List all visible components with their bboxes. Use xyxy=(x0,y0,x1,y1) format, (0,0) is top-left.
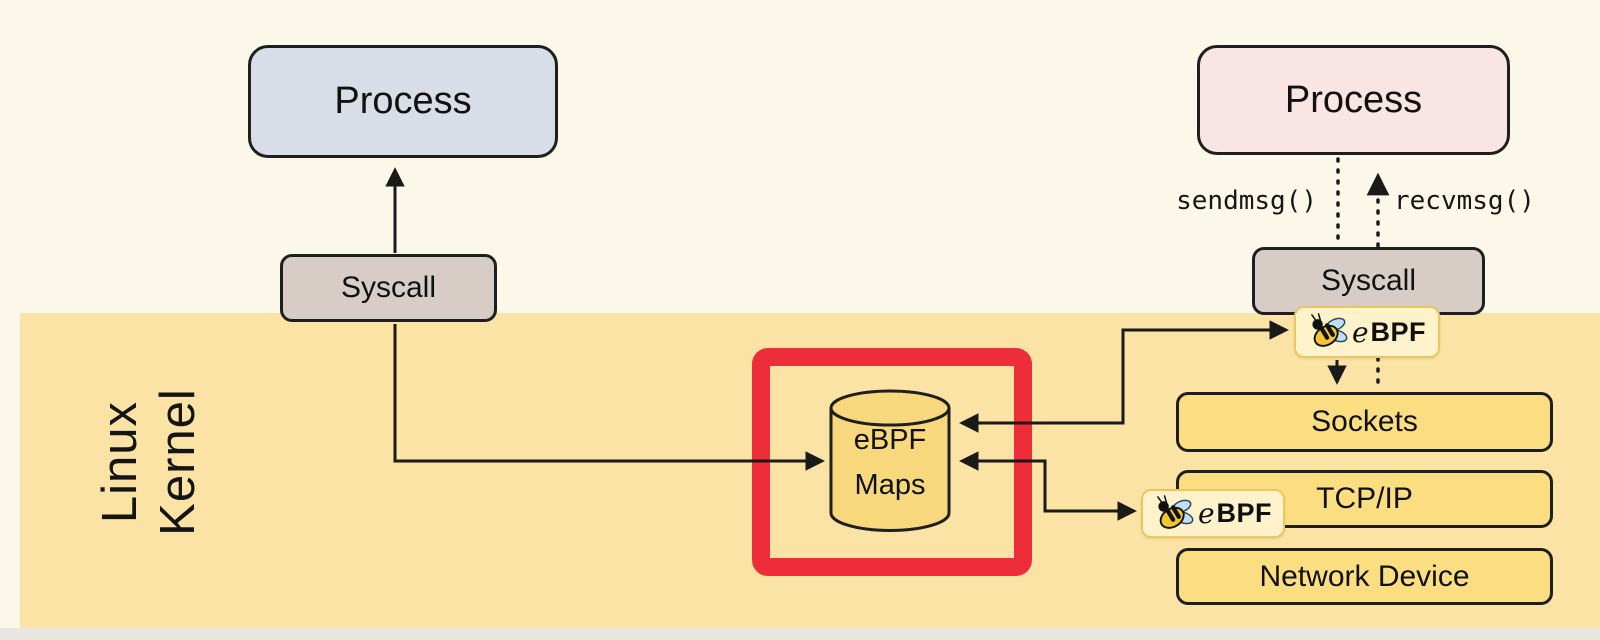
process-right-label: Process xyxy=(1284,78,1423,121)
syscall-box-right: Syscall xyxy=(1252,247,1485,315)
syscall-right-label: Syscall xyxy=(1320,264,1417,297)
tcpip-label: TCP/IP xyxy=(1316,482,1413,515)
ebpf-bee-icon xyxy=(1311,313,1348,347)
ebpf-maps-label: eBPF Maps xyxy=(828,418,952,508)
network-device-label: Network Device xyxy=(1259,559,1470,593)
badge-e-text: e xyxy=(1351,315,1369,349)
badge-e-text: e xyxy=(1197,497,1215,530)
process-box-left: Process xyxy=(248,45,558,158)
syscall-left-label: Syscall xyxy=(340,271,437,304)
network-device-box: Network Device xyxy=(1176,548,1553,605)
badge-bpf-text: BPF xyxy=(1370,316,1427,347)
maps-label-line1: eBPF xyxy=(853,424,927,456)
kernel-label-line2: Kernel xyxy=(151,388,205,536)
process-box-right: Process xyxy=(1197,45,1510,155)
ebpf-maps-cylinder xyxy=(828,386,952,534)
linux-kernel-label: Linux Kernel xyxy=(70,297,230,627)
maps-label-line2: Maps xyxy=(854,468,926,501)
ebpf-badge-syscall: e BPF xyxy=(1294,306,1440,358)
recvmsg-label: recvmsg() xyxy=(1394,186,1535,216)
sockets-label: Sockets xyxy=(1311,405,1418,438)
sendmsg-label: sendmsg() xyxy=(1176,186,1317,216)
bottom-edge-strip xyxy=(0,628,1600,640)
kernel-label-line1: Linux xyxy=(93,400,148,524)
badge-bpf-text: BPF xyxy=(1216,498,1273,528)
sockets-box: Sockets xyxy=(1176,392,1553,452)
cylinder-body xyxy=(829,408,951,532)
process-left-label: Process xyxy=(334,80,472,122)
syscall-box-left: Syscall xyxy=(280,254,497,322)
ebpf-badge-tcpip: e BPF xyxy=(1141,489,1285,538)
cylinder-top xyxy=(829,389,951,427)
ebpf-bee-icon xyxy=(1157,494,1194,529)
